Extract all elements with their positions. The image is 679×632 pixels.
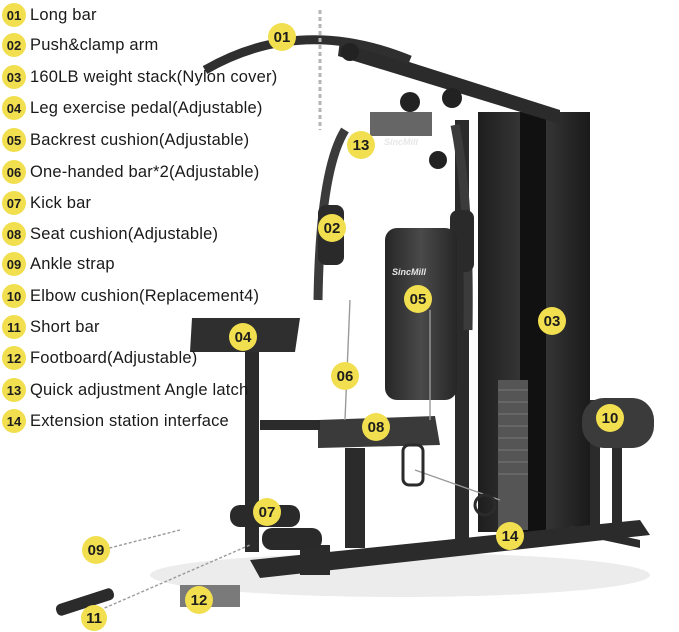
callout-01: 01 [268,23,296,51]
svg-text:07: 07 [259,504,276,521]
callout-badges: 01 02 03 04 05 06 07 08 09 10 11 12 13 1… [81,23,624,631]
callout-10: 10 [596,404,624,432]
legend-label: One-handed bar*2(Adjustable) [30,162,260,181]
svg-text:08: 08 [368,419,385,436]
svg-text:11: 11 [86,610,102,627]
legend-number: 03 [2,65,26,89]
legend-number: 14 [2,409,26,433]
brand-mark: SincMill [384,137,419,147]
legend-label: Kick bar [30,193,92,212]
callout-03: 03 [538,307,566,335]
svg-text:13: 13 [353,137,370,154]
svg-text:06: 06 [337,368,354,385]
svg-text:02: 02 [324,220,341,237]
callout-07: 07 [253,498,281,526]
legend-number: 11 [2,315,26,339]
legend-label: Short bar [30,317,100,336]
legend-label: Leg exercise pedal(Adjustable) [30,98,263,117]
legend-number: 04 [2,96,26,120]
legend-label: Long bar [30,5,97,24]
legend-label: 160LB weight stack(Nylon cover) [30,67,278,86]
svg-text:09: 09 [88,542,105,559]
callout-09: 09 [82,536,110,564]
legend-number: 01 [2,3,26,27]
callout-05: 05 [404,285,432,313]
legend-number: 12 [2,346,26,370]
legend-number: 07 [2,191,26,215]
svg-text:03: 03 [544,313,561,330]
svg-text:SincMill: SincMill [392,267,427,277]
callout-06: 06 [331,362,359,390]
callout-11: 11 [81,605,107,631]
callout-04: 04 [229,323,257,351]
legend-number: 09 [2,252,26,276]
legend-label: Quick adjustment Angle latch [30,380,249,399]
legend-number: 02 [2,33,26,57]
weight-stack-tower [478,112,590,532]
callout-08: 08 [362,413,390,441]
top-frame: SincMill [202,10,560,169]
legend-label: Seat cushion(Adjustable) [30,224,219,243]
press-arms [313,120,474,540]
svg-text:01: 01 [274,29,291,46]
legend-number: 05 [2,128,26,152]
callout-13: 13 [347,131,375,159]
svg-text:04: 04 [235,329,252,346]
legend-label: Backrest cushion(Adjustable) [30,130,250,149]
base-frame [250,400,650,578]
legend-number: 06 [2,160,26,184]
legend-label: Push&clamp arm [30,35,159,54]
svg-text:10: 10 [602,410,619,427]
callout-14: 14 [496,522,524,550]
legend-label: Ankle strap [30,254,115,273]
svg-text:12: 12 [191,592,208,609]
legend-number: 08 [2,222,26,246]
callout-12: 12 [185,586,213,614]
long-bar [202,35,412,74]
backrest-cushion: SincMill [385,228,457,400]
svg-text:14: 14 [502,528,519,545]
legend-label: Extension station interface [30,411,229,430]
callout-02: 02 [318,214,346,242]
legend-number: 10 [2,284,26,308]
svg-text:05: 05 [410,291,427,308]
legend-number: 13 [2,378,26,402]
legend-label: Footboard(Adjustable) [30,348,198,367]
legend-label: Elbow cushion(Replacement4) [30,286,260,305]
